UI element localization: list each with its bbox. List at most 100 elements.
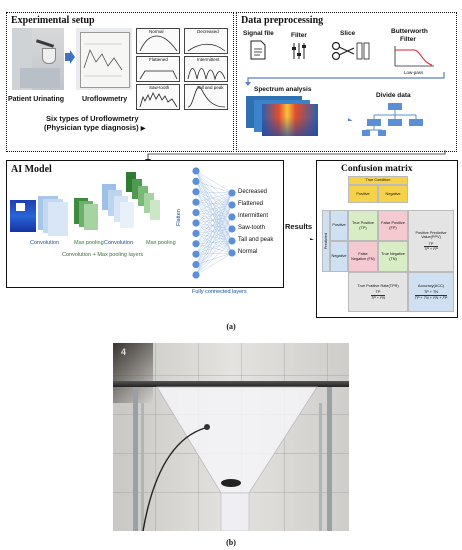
uroflow-funnel-photo: 4 — [113, 343, 349, 531]
arrow-to-butterworth — [372, 47, 386, 53]
fc-connection — [195, 216, 233, 224]
accuracy-label: Accuracy(ACC) — [417, 284, 445, 289]
fc-bracket — [188, 282, 238, 288]
fc-hidden-node — [192, 229, 200, 237]
fc-connection — [195, 212, 233, 242]
fc-connection — [195, 192, 233, 203]
arrow-to-slice — [312, 47, 326, 53]
fc-connection — [195, 204, 233, 276]
fc-connection — [195, 191, 233, 254]
ppv-denominator: TP + FP — [424, 245, 438, 251]
fc-connection — [195, 202, 233, 206]
fc-connection — [195, 192, 233, 265]
fc-connection — [195, 181, 233, 206]
true-positive-cell: True Positive (TP) — [348, 210, 378, 241]
fc-connection — [195, 228, 233, 234]
filter-label: Filter — [291, 32, 307, 39]
conv-stack-2 — [102, 184, 146, 234]
curve-thumbnail-tall-and-peak: Tall and peak — [184, 84, 228, 110]
fc-connection — [195, 222, 233, 230]
curve-type-label: Decreased — [197, 29, 219, 34]
divide-data-label: Divide data — [376, 92, 411, 99]
fc-connection — [195, 191, 233, 194]
fc-hidden-node — [192, 198, 200, 206]
fc-connection — [195, 181, 233, 242]
fc-hidden-node — [192, 261, 200, 269]
fc-connection — [195, 252, 233, 276]
results-label: Results — [285, 222, 313, 231]
output-class-label: Normal — [238, 249, 258, 255]
physician-diagnosis-text: (Physician type diagnosis) — [44, 123, 139, 132]
fully-connected-label: Fully connected layers — [192, 289, 247, 295]
connector-line — [240, 72, 450, 86]
divide-tree-icon — [362, 102, 428, 138]
fc-connection — [195, 228, 233, 276]
fc-connection — [195, 191, 233, 218]
butterworth-label: Butterworth — [391, 28, 428, 35]
conv-pool-layers-label: Convolution + Max pooling layers — [62, 252, 144, 258]
curve-thumbnail-normal: Normal — [136, 28, 180, 54]
predicted-header: Predicted — [322, 210, 330, 272]
signal-file-label: Signal file — [243, 30, 274, 37]
fc-connection — [195, 222, 233, 254]
fc-output-node — [228, 213, 236, 221]
fc-connection — [195, 192, 233, 276]
arrow-into-uroflowmetry — [65, 50, 75, 64]
right-arrow-icon: ▶ — [140, 126, 146, 132]
fully-connected-network — [192, 167, 236, 279]
accuracy-denominator: TP + TN + FN + FP — [414, 294, 448, 300]
fc-output-node — [228, 249, 236, 257]
tpr-denominator: TP + FN — [370, 294, 386, 300]
max-pooling-label-1: Max pooling — [74, 240, 104, 246]
fc-connection — [195, 240, 233, 255]
fc-connection — [195, 240, 233, 276]
false-positive-cell: False Positive (FP) — [378, 210, 408, 241]
fc-connection — [195, 216, 233, 234]
fc-connection — [195, 192, 233, 224]
fc-connection — [195, 216, 233, 265]
fc-connection — [195, 170, 233, 254]
fc-connection — [195, 181, 233, 254]
fc-hidden-node — [192, 240, 200, 248]
fc-connection — [195, 240, 233, 265]
fc-connection — [195, 191, 233, 206]
spectrogram-stack — [246, 96, 326, 138]
fc-connection — [195, 170, 233, 242]
arrow-to-divide — [332, 113, 354, 121]
tpr-cell: True Positive Rate(TPR) TP TP + FN — [348, 272, 408, 312]
ppv-numerator: TP — [428, 241, 434, 246]
fc-connection — [195, 192, 233, 213]
fc-connection — [195, 212, 233, 230]
fc-connection — [195, 233, 233, 254]
slice-label: Slice — [340, 30, 356, 37]
fc-hidden-node — [192, 209, 200, 217]
convolution-label-1: Convolution — [30, 240, 60, 246]
tpr-label: True Positive Rate(TPR) — [357, 284, 399, 289]
fc-connection — [195, 233, 233, 242]
curve-thumbnail-decreased: Decreased — [184, 28, 228, 54]
lowpass-plot-icon — [392, 44, 436, 72]
physician-diagnosis-label: (Physician type diagnosis) ▶ — [44, 123, 145, 132]
fc-hidden-node — [192, 271, 200, 279]
fc-connection — [195, 192, 233, 255]
curve-type-label: Flattened — [149, 57, 168, 62]
fc-connection — [195, 170, 233, 218]
data-preprocessing-title: Data preprocessing — [241, 15, 324, 26]
col-positive-header: Positive — [348, 185, 378, 203]
patient-photo — [12, 28, 64, 90]
fc-connection — [195, 204, 233, 255]
fc-connection — [195, 170, 233, 194]
spectrum-analysis-label: Spectrum analysis — [254, 86, 312, 93]
pool-stack-2 — [126, 172, 172, 232]
fc-connection — [195, 212, 233, 218]
output-class-label: Saw-tooth — [238, 225, 266, 231]
curve-type-label: Intermittent — [197, 57, 220, 62]
output-class-label: Decreased — [238, 189, 268, 195]
fc-connection — [195, 170, 233, 206]
curve-thumbnail-saw-tooth: Saw-tooth — [136, 84, 180, 110]
panel-b-caption: (b) — [226, 538, 236, 547]
fc-connection — [195, 216, 233, 255]
col-negative-header: Negative — [378, 185, 408, 203]
data-preprocessing-panel: Data preprocessing — [236, 12, 457, 152]
fc-connection — [195, 212, 233, 254]
